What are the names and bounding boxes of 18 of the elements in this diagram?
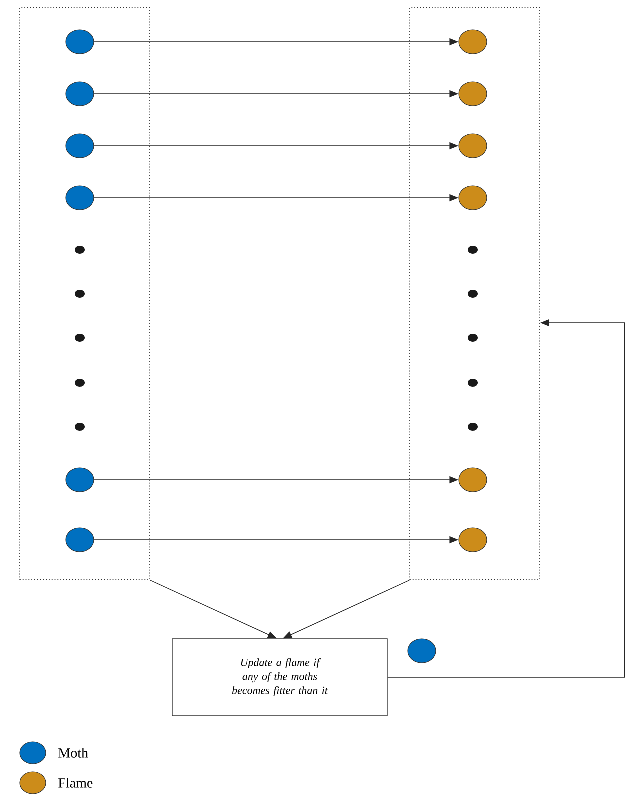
moth-circle bbox=[66, 30, 94, 54]
flame-circle bbox=[458, 468, 488, 492]
moth-circle bbox=[66, 82, 94, 106]
flame-circle bbox=[458, 82, 488, 106]
moth-circle bbox=[66, 186, 94, 210]
moth-circle bbox=[66, 468, 94, 492]
legend-label: Moth bbox=[58, 748, 88, 758]
moth-circle bbox=[66, 134, 94, 158]
flame-circle bbox=[458, 30, 488, 54]
flame-circle bbox=[458, 528, 488, 552]
flame-circle bbox=[458, 134, 488, 158]
moth-circle bbox=[408, 638, 436, 664]
legend-label: Flame bbox=[58, 778, 93, 788]
moth-circle bbox=[66, 528, 94, 552]
flame-circle bbox=[458, 186, 488, 210]
dotted-group-box bbox=[410, 8, 540, 580]
process-box: Update a flame if any of the moths becomes fitter than it bbox=[172, 638, 388, 716]
dotted-group-box bbox=[20, 8, 150, 580]
